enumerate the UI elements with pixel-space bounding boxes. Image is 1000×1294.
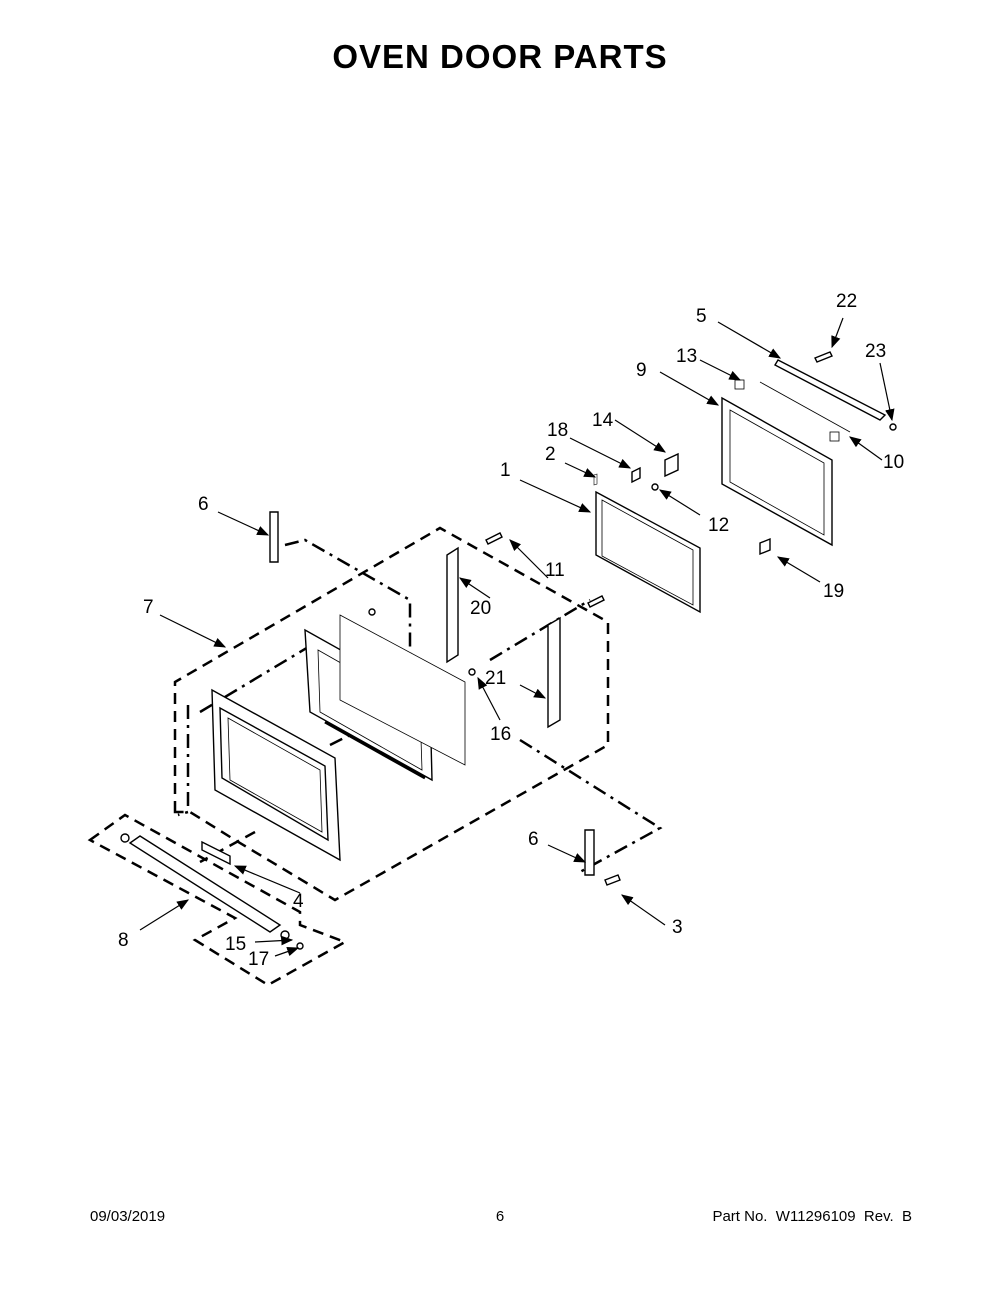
footer-part-number: Part No. W11296109 Rev. B [712,1208,912,1225]
callout-9: 9 [636,360,647,381]
parts [120,351,897,950]
outer-door-panel [211,688,341,862]
callout-16: 16 [490,724,511,745]
screw-bolt-lower [587,595,605,608]
hinge-right-guide [489,598,591,662]
callout-6-lower: 6 [528,829,539,850]
callout-leaders [139,317,895,957]
page-title: OVEN DOOR PARTS [332,38,668,75]
hinge-upper [269,511,279,563]
door-seal-strip [759,381,851,433]
callout-2: 2 [545,444,556,465]
block-part [759,537,771,556]
handle-dashed-outline [87,813,348,987]
door-vent-trim [774,359,887,421]
inner-door-panel [721,396,833,547]
screw-end [889,423,897,431]
callout-10: 10 [883,452,904,473]
handle-endcap-right [280,930,290,940]
bracket-part [631,466,641,484]
footer-date: 09/03/2019 [90,1208,166,1225]
screw-bolt [485,532,503,545]
callout-14: 14 [592,410,614,431]
badge-guide [199,830,256,864]
callout-19: 19 [823,581,844,602]
washer-upper [368,608,376,616]
callout-13: 13 [676,346,697,367]
callout-22: 22 [836,291,857,312]
inner-glass-panel [595,490,701,614]
hinge-left-guide [177,705,190,817]
screw-part [651,483,659,491]
handle-endcap-left [120,833,130,843]
callout-3: 3 [672,917,683,938]
callout-12: 12 [708,515,729,536]
callout-4: 4 [293,891,304,912]
gasket-piece-lower [829,431,840,442]
hinge-screw [604,874,621,886]
callout-8: 8 [118,930,129,951]
screw-bolt-top [814,351,833,363]
callout-5: 5 [696,306,707,327]
gasket-piece [734,379,745,390]
inner-glass [339,614,466,766]
callout-17: 17 [248,949,269,970]
frame-guide [199,638,321,714]
callout-21: 21 [485,668,506,689]
callout-11: 11 [545,560,565,581]
hinge-channel-left [446,546,459,664]
callout-15: 15 [225,934,246,955]
callout-labels: 1 2 3 4 5 6 6 7 8 9 10 11 12 13 14 15 16… [118,291,904,970]
callout-7: 7 [143,597,154,618]
hinge-top-guide [284,538,426,692]
spring-part [593,473,598,486]
hinge-bottom-guide [519,738,663,874]
assembly-guides [87,526,663,987]
clip-part [664,452,679,478]
badge-plate [201,840,231,866]
hinge-channel-right [547,616,561,729]
callout-23: 23 [865,341,886,362]
callout-1: 1 [500,460,511,481]
callout-20: 20 [470,598,491,619]
door-handle [128,835,282,933]
washer-part [468,668,476,676]
footer-page-number: 6 [495,1208,505,1225]
hinge-lower [584,829,595,876]
callout-6-upper: 6 [198,494,209,515]
callout-18: 18 [547,420,568,441]
